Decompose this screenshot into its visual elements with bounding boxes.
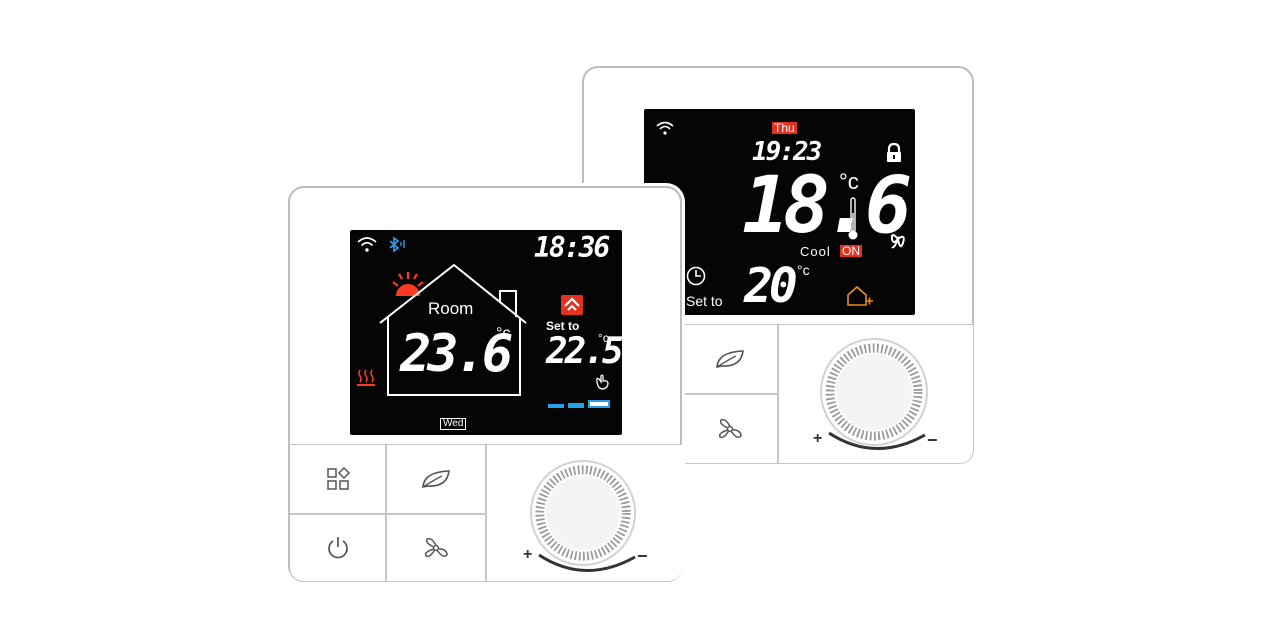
clock-icon — [686, 266, 706, 286]
back-state-badge: ON — [840, 244, 862, 258]
back-room-temperature: 18.6 — [742, 161, 912, 251]
front-room-temperature: 23.6 — [400, 324, 513, 384]
wifi-icon — [656, 121, 674, 135]
back-day-label: Thu — [772, 121, 797, 135]
back-plus-label: + — [813, 430, 823, 447]
power-icon — [327, 537, 348, 559]
sun-icon — [392, 272, 424, 296]
back-set-label: Set to — [686, 293, 723, 309]
back-mode-label: Cool — [800, 244, 831, 259]
back-clock-time: 19:23 — [752, 137, 822, 167]
back-minus-label: − — [927, 430, 938, 450]
front-temperature-dial[interactable] — [529, 459, 637, 567]
front-room-label: Room — [428, 299, 474, 318]
back-set-temperature: 20 — [744, 258, 798, 314]
back-temperature-dial[interactable] — [819, 337, 929, 447]
front-clock-time: 18:36 — [534, 231, 610, 264]
leaf-icon — [422, 470, 450, 488]
front-day-label: Wed — [440, 418, 467, 430]
back-eco-button[interactable] — [682, 324, 778, 394]
front-lcd-screen: 18:36 Room 23.6 °c — [350, 230, 624, 435]
front-power-button[interactable] — [290, 514, 386, 582]
front-dial-arc — [538, 553, 636, 572]
front-thermostat: 18:36 Room 23.6 °c — [288, 186, 682, 582]
front-set-unit: °c — [598, 331, 609, 345]
fan-icon — [718, 418, 742, 439]
thermometer-icon — [848, 197, 858, 240]
heating-icon — [357, 369, 375, 386]
front-set-temperature: 22.5 — [546, 331, 624, 372]
back-fan-button[interactable] — [682, 394, 778, 464]
hand-icon — [596, 374, 609, 390]
front-knob-panel: + − — [486, 444, 682, 582]
front-eco-button[interactable] — [386, 444, 486, 514]
back-room-unit: °c — [839, 169, 859, 194]
fan-icon — [424, 537, 448, 558]
house-icon — [379, 263, 527, 396]
leaf-icon — [716, 350, 744, 368]
back-knob-panel: + − — [778, 324, 974, 464]
home-mode-icon — [561, 295, 583, 315]
fan-speed-icon — [890, 197, 905, 249]
menu-icon — [326, 466, 350, 490]
level-bars-icon — [548, 400, 610, 408]
back-set-unit: °c — [797, 262, 810, 278]
wifi-icon — [357, 237, 377, 252]
lock-icon — [887, 142, 901, 162]
front-plus-label: + — [523, 546, 533, 563]
bluetooth-icon — [389, 236, 405, 253]
front-room-unit: °c — [496, 325, 511, 342]
back-dial-arc — [828, 431, 926, 450]
front-menu-button[interactable] — [290, 444, 386, 514]
away-home-icon — [847, 285, 873, 306]
front-minus-label: − — [637, 546, 648, 566]
back-lcd-screen: Thu 19:23 18.6 °c Cool ON — [644, 109, 915, 315]
front-set-label: Set to — [546, 319, 580, 333]
front-fan-button[interactable] — [386, 514, 486, 582]
